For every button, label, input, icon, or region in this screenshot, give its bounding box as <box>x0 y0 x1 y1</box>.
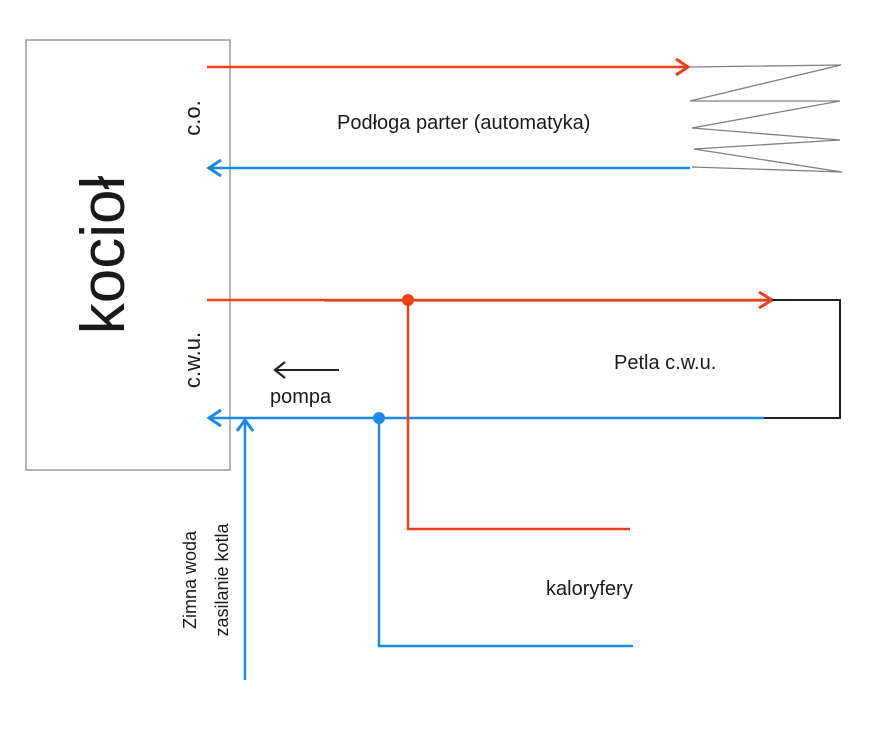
pump-label: pompa <box>270 386 332 408</box>
cwu-return-arrow-icon <box>206 408 222 428</box>
cold-water-label-line1: Zimna woda <box>180 530 200 629</box>
radiator-return-junction <box>373 412 385 424</box>
boiler-box <box>25 39 231 471</box>
boiler-label: kocioł <box>69 176 138 335</box>
radiator-supply-pipe <box>406 300 630 531</box>
dhw-loop-line <box>764 299 841 419</box>
radiator-return-pipe <box>377 418 633 648</box>
floor-heating-label: Podłoga parter (automatyka) <box>337 112 590 134</box>
cold-water-label-line2: zasilanie kotla <box>212 522 232 636</box>
co-return-arrow-icon <box>206 158 222 178</box>
radiators-label: kaloryfery <box>546 578 633 600</box>
dhw-loop-label: Petla c.w.u. <box>614 352 716 374</box>
co-supply-arrow-icon <box>675 57 691 77</box>
floor-heating-coil <box>689 64 843 173</box>
pump-arrow-icon <box>273 361 286 379</box>
radiator-supply-junction <box>402 294 414 306</box>
cold-water-arrow-icon <box>235 417 255 432</box>
port-co-label: c.o. <box>180 100 205 135</box>
port-cwu-label: c.w.u. <box>180 332 205 388</box>
